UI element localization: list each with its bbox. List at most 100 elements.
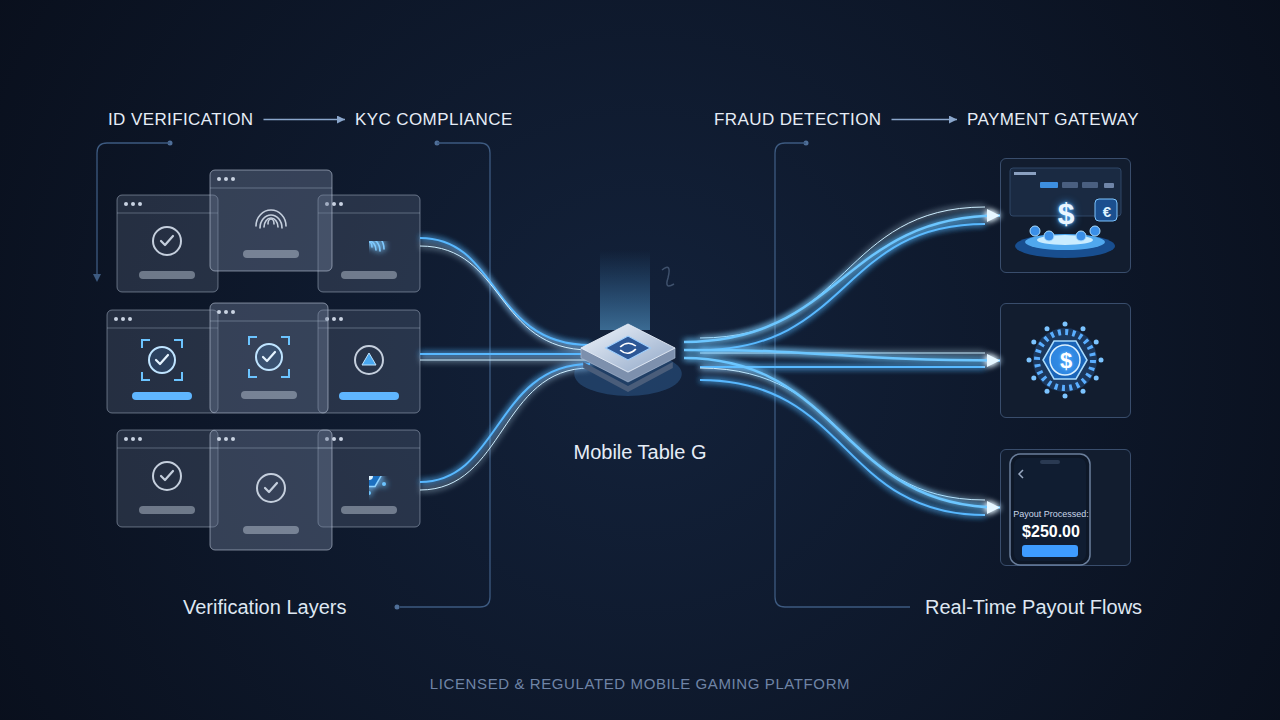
verification-window bbox=[117, 195, 218, 292]
verification-window bbox=[332, 202, 336, 206]
verification-window bbox=[318, 310, 420, 413]
verification-window bbox=[114, 317, 118, 321]
payout-flow-arrow bbox=[684, 216, 1000, 343]
verification-window bbox=[210, 188, 332, 189]
step-heading: KYC COMPLIANCE bbox=[355, 111, 513, 128]
coin-illustration bbox=[1033, 328, 1097, 392]
phone-illustration bbox=[1040, 460, 1060, 464]
verification-window bbox=[121, 317, 125, 321]
data-flow bbox=[420, 353, 590, 355]
data-flow bbox=[700, 366, 985, 368]
data-flow bbox=[420, 207, 985, 515]
verification-window bbox=[210, 303, 328, 413]
card-text: $ bbox=[1051, 350, 1081, 372]
gateway-illustration bbox=[1062, 182, 1078, 188]
verification-window bbox=[318, 195, 420, 292]
card-text: $ bbox=[1046, 199, 1086, 229]
gateway-illustration bbox=[1030, 226, 1040, 236]
verification-window bbox=[117, 430, 218, 527]
coin-illustration bbox=[1037, 332, 1093, 388]
chip-light-beam bbox=[600, 250, 674, 330]
verification-window bbox=[352, 457, 386, 495]
coin-illustration bbox=[1027, 322, 1104, 399]
card-panel bbox=[1000, 158, 1131, 566]
data-flow bbox=[700, 224, 985, 350]
verification-window bbox=[210, 170, 332, 271]
verification-window bbox=[341, 271, 397, 279]
verification-window bbox=[231, 310, 235, 314]
verification-window bbox=[124, 202, 128, 206]
data-flow bbox=[420, 360, 590, 361]
verification-window bbox=[231, 177, 235, 181]
coin-illustration bbox=[1094, 376, 1099, 381]
data-flow bbox=[420, 246, 590, 350]
step-heading: ID VERIFICATION bbox=[108, 111, 253, 128]
chip-shape bbox=[620, 343, 636, 353]
card-panel bbox=[1000, 303, 1131, 418]
chip-shape bbox=[581, 324, 675, 372]
data-flow bbox=[420, 368, 590, 490]
verification-window bbox=[231, 437, 235, 441]
section-label: Real-Time Payout Flows bbox=[925, 597, 1142, 617]
card-panel bbox=[1000, 449, 1131, 566]
verification-window bbox=[339, 202, 343, 206]
bracket-line bbox=[97, 141, 910, 610]
verification-window bbox=[217, 437, 221, 441]
card-text: $250.00 bbox=[1001, 524, 1101, 540]
payment-card: $€ bbox=[1000, 158, 1131, 273]
bracket-line bbox=[775, 143, 910, 607]
platform-chip: Mobile Table G bbox=[572, 300, 684, 400]
verification-window bbox=[332, 437, 336, 441]
coin-illustration bbox=[1081, 326, 1086, 331]
gateway-illustration bbox=[1010, 168, 1121, 258]
verification-window bbox=[107, 310, 218, 413]
verification-window bbox=[339, 437, 343, 441]
data-flow bbox=[420, 364, 590, 482]
verification-window bbox=[132, 392, 192, 400]
verification-window bbox=[210, 448, 332, 449]
verification-window bbox=[341, 506, 397, 514]
gateway-illustration bbox=[1015, 234, 1115, 258]
verification-window bbox=[210, 321, 328, 322]
step-heading: FRAUD DETECTION bbox=[714, 111, 882, 128]
data-flow bbox=[700, 207, 985, 338]
gateway-illustration bbox=[1044, 231, 1054, 241]
verification-window bbox=[210, 170, 332, 271]
verification-window bbox=[131, 437, 135, 441]
verification-window bbox=[131, 202, 135, 206]
verification-window bbox=[153, 227, 181, 255]
verification-window bbox=[139, 271, 195, 279]
verification-window bbox=[224, 437, 228, 441]
verification-window bbox=[117, 430, 218, 527]
verification-window bbox=[354, 233, 384, 251]
verification-window bbox=[142, 340, 182, 380]
data-flow bbox=[700, 353, 985, 354]
coin-illustration bbox=[1050, 345, 1080, 375]
coin-illustration bbox=[1099, 358, 1104, 363]
verification-window bbox=[124, 437, 128, 441]
verification-window bbox=[138, 437, 142, 441]
phone-illustration bbox=[1019, 470, 1023, 478]
verification-window bbox=[217, 177, 221, 181]
coin-illustration bbox=[1031, 376, 1036, 381]
data-flow bbox=[700, 380, 985, 515]
gateway-illustration bbox=[1014, 172, 1036, 175]
verification-window bbox=[243, 250, 299, 258]
data-flow bbox=[420, 238, 590, 345]
card-text: € bbox=[1096, 204, 1118, 219]
section-label: Verification Layers bbox=[183, 597, 346, 617]
verification-window bbox=[217, 310, 221, 314]
coin-illustration bbox=[1031, 340, 1036, 345]
chip-label: Mobile Table G bbox=[540, 442, 740, 462]
verification-window bbox=[318, 430, 420, 527]
verification-window bbox=[210, 430, 332, 550]
coin-illustration bbox=[1094, 340, 1099, 345]
verification-window bbox=[249, 337, 289, 377]
gateway-illustration bbox=[1076, 231, 1086, 241]
card-panel bbox=[1000, 158, 1131, 273]
verification-window bbox=[318, 448, 420, 449]
step-label: PAYMENT GATEWAY bbox=[967, 111, 1139, 128]
chip-light-beam bbox=[600, 250, 650, 330]
payout-card: Payout Processed:$250.00 bbox=[1000, 449, 1131, 566]
